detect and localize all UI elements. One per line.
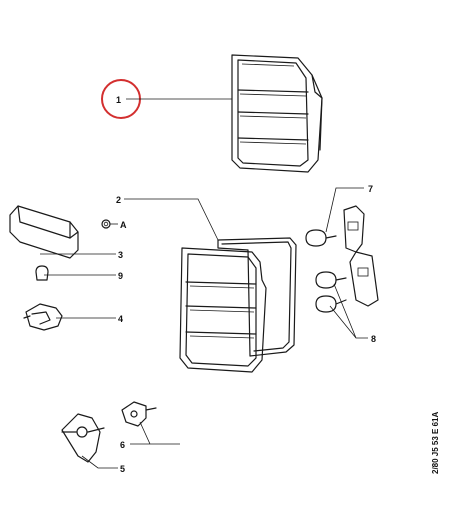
callout-2: 2 [116,195,121,205]
callout-7: 7 [368,184,373,194]
bulb-7 [305,229,337,247]
callout-1: 1 [116,95,121,105]
lamp-holder-part-5 [61,413,105,463]
reference-code: 2/80 J5 53 E 61A [431,412,440,474]
bulb-part-9 [35,265,49,281]
callout-3: 3 [118,250,123,260]
callout-a: A [120,220,127,230]
tail-lamp-housing-part-2 [179,237,297,373]
bulb-8-upper [315,271,347,289]
callout-6: 6 [120,440,125,450]
socket-part-4 [23,303,63,331]
callout-8: 8 [371,334,376,344]
nut-part-a [101,219,111,229]
leader-lines [40,98,368,469]
bulb-8-lower [315,295,347,313]
bracket-part-6 [121,401,157,427]
side-lamp-cover-part-3 [9,205,79,259]
callout-9: 9 [118,271,123,281]
tail-lamp-lens-part-1 [231,54,323,173]
bulb-carrier-part-7 [343,205,379,307]
callout-4: 4 [118,314,123,324]
callout-5: 5 [120,464,125,474]
